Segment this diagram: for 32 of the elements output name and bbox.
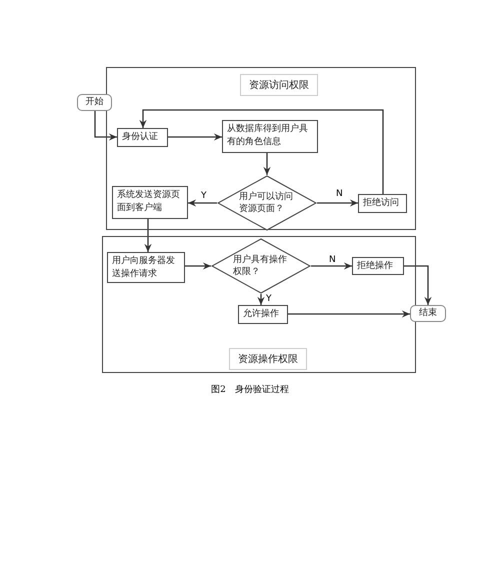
- group-title: 资源访问权限: [240, 74, 318, 96]
- terminal-box: 结束: [410, 305, 446, 322]
- edge-label: N: [335, 189, 344, 199]
- arrow: [288, 310, 410, 318]
- arrow: [311, 262, 352, 270]
- arrow: [263, 153, 271, 175]
- group-title: 资源操作权限: [229, 348, 307, 370]
- process-box: 身份认证: [117, 128, 168, 147]
- arrow: [188, 199, 217, 207]
- edge-label: Y: [200, 191, 208, 201]
- process-box: 拒绝访问: [358, 194, 407, 213]
- arrow: [257, 294, 265, 305]
- arrow: [144, 219, 152, 252]
- arrow: [185, 262, 211, 270]
- process-box: 拒绝操作: [352, 257, 404, 275]
- decision-text: 用户可以访问资源页面？: [239, 191, 294, 215]
- process-box: 系统发送资源页面到客户端: [112, 186, 188, 219]
- arrow: [139, 109, 384, 194]
- arrow: [317, 199, 358, 207]
- arrow: [94, 111, 117, 141]
- edge-label: N: [328, 255, 337, 265]
- process-box: 从数据库得到用户具有的角色信息: [222, 120, 318, 153]
- terminal-box: 开始: [77, 94, 112, 111]
- figure-caption: 图2 身份验证过程: [210, 384, 290, 396]
- arrow: [168, 133, 222, 141]
- group-frame: [106, 67, 416, 230]
- edge-label: Y: [265, 294, 272, 304]
- process-box: 用户向服务器发送操作请求: [107, 252, 185, 283]
- arrow: [404, 265, 432, 305]
- decision-text: 用户具有操作权限？: [233, 254, 288, 278]
- process-box: 允许操作: [238, 305, 288, 324]
- group-frame: [102, 236, 416, 373]
